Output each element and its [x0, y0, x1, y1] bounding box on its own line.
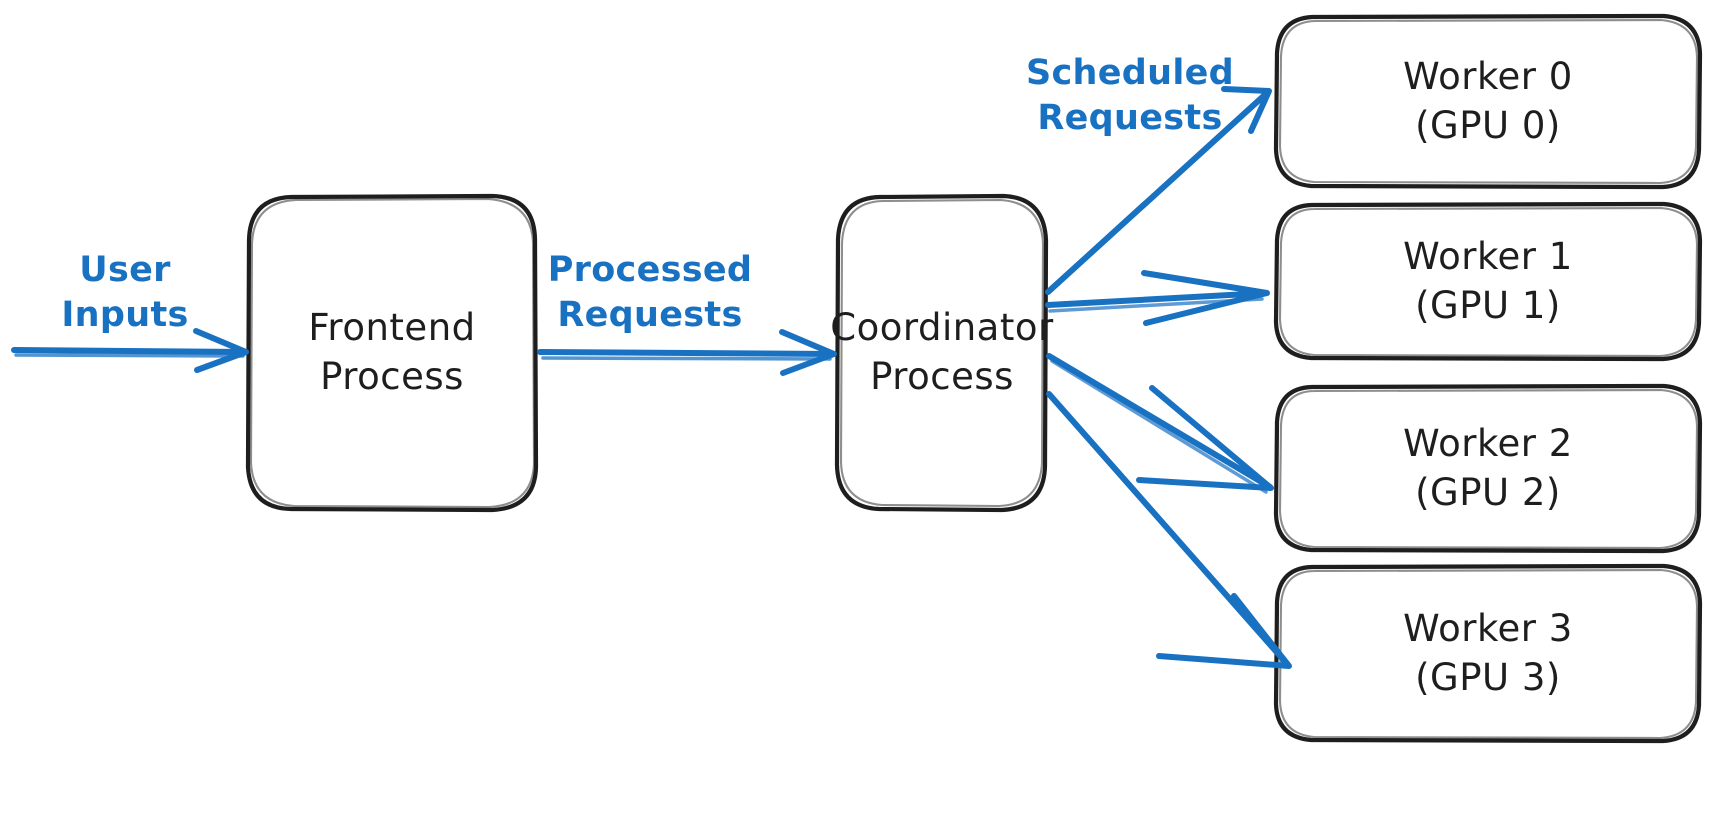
worker-1-box[interactable] — [1273, 201, 1703, 362]
scheduled-requests-label: Scheduled Requests — [1026, 46, 1234, 146]
scheduled-requests-label-line2: Requests — [1037, 98, 1223, 138]
arrow-coordinator-to-worker-3 — [1046, 391, 1292, 669]
arrow-layer — [11, 86, 1292, 669]
scheduled-requests-label-line1: Scheduled — [1025, 52, 1235, 93]
processed-requests-label: Processed Requests — [545, 243, 755, 343]
user-inputs-label-line2: Inputs — [61, 295, 189, 335]
arrow-frontend-to-coordinator — [537, 329, 837, 376]
arrow-user-inputs-to-frontend — [11, 328, 249, 373]
arrow-coordinator-to-worker-1 — [1045, 270, 1270, 326]
coordinator-process-box[interactable] — [834, 193, 1049, 513]
node-outlines — [245, 13, 1703, 744]
user-inputs-label: User Inputs — [20, 243, 230, 343]
arrow-coordinator-to-worker-0 — [1045, 86, 1272, 295]
worker-0-box[interactable] — [1273, 13, 1703, 190]
processed-requests-label-line2: Requests — [557, 295, 743, 335]
worker-2-box[interactable] — [1273, 383, 1703, 554]
frontend-process-box[interactable] — [245, 193, 539, 513]
arrow-coordinator-to-worker-2 — [1046, 353, 1274, 494]
user-inputs-label-line1: User — [79, 249, 171, 290]
worker-3-box[interactable] — [1273, 563, 1703, 744]
processed-requests-label-line1: Processed — [547, 249, 753, 290]
